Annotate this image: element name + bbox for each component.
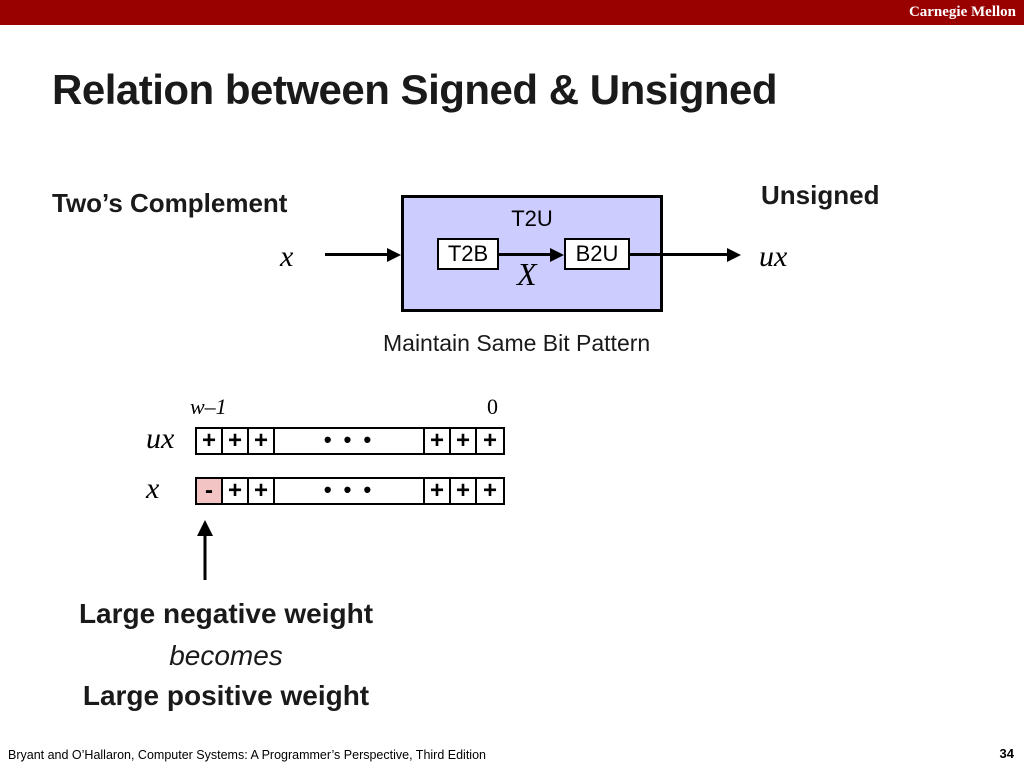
bit-cell: + [451, 479, 477, 503]
input-arrow-line [325, 253, 387, 256]
slide-title: Relation between Signed & Unsigned [52, 66, 778, 113]
diagram-caption: Maintain Same Bit Pattern [383, 330, 651, 356]
msb-index-label: w–1 [190, 394, 227, 420]
note-line-3: Large positive weight [82, 680, 370, 711]
b2u-box: B2U [564, 238, 630, 270]
bit-cell: + [249, 429, 275, 453]
t2b-b2u-arrow-head [550, 248, 564, 262]
up-arrow-icon [197, 520, 213, 580]
msb-index: w–1 [190, 394, 227, 419]
bit-cell-ellipsis: • • • [275, 429, 425, 453]
output-var-ux: ux [759, 240, 788, 273]
row-label-x: x [146, 472, 160, 505]
bit-cell: + [425, 429, 451, 453]
brand-label: Carnegie Mellon [908, 4, 1016, 20]
bit-pattern-var-x: X [517, 256, 537, 292]
output-arrow-head [727, 248, 741, 262]
output-arrow-line [630, 253, 727, 256]
bit-cell: + [223, 429, 249, 453]
t2b-b2u-arrow-line [499, 253, 550, 256]
sign-bit-cell: - [197, 479, 223, 503]
note-line-2: becomes [169, 640, 283, 671]
input-var-x: x [280, 240, 294, 273]
x-bit-row: - + + • • • + + + [195, 477, 505, 505]
lsb-index: 0 [487, 394, 498, 419]
bit-cell: + [451, 429, 477, 453]
bit-cell: + [482, 427, 497, 454]
header-bar: Carnegie Mellon [0, 0, 1024, 25]
unsigned-label: Unsigned [761, 180, 880, 210]
note-line-1: Large negative weight [78, 598, 374, 629]
ux-bit-row: + + + • • • + + + [195, 427, 505, 455]
bit-cell: + [197, 429, 223, 453]
bit-cell: + [249, 479, 275, 503]
footer-citation: Bryant and O’Hallaron, Computer Systems:… [8, 748, 486, 762]
bit-cell: + [482, 477, 497, 504]
t2u-label: T2U [511, 206, 553, 231]
bit-cell: + [425, 479, 451, 503]
bit-cell-ellipsis: • • • [275, 479, 425, 503]
input-arrow-head [387, 248, 401, 262]
page-number: 34 [999, 746, 1014, 761]
bit-cell: + [223, 479, 249, 503]
twos-complement-label: Two’s Complement [52, 188, 288, 218]
row-label-ux: ux [146, 422, 175, 455]
t2b-box: T2B [437, 238, 499, 270]
